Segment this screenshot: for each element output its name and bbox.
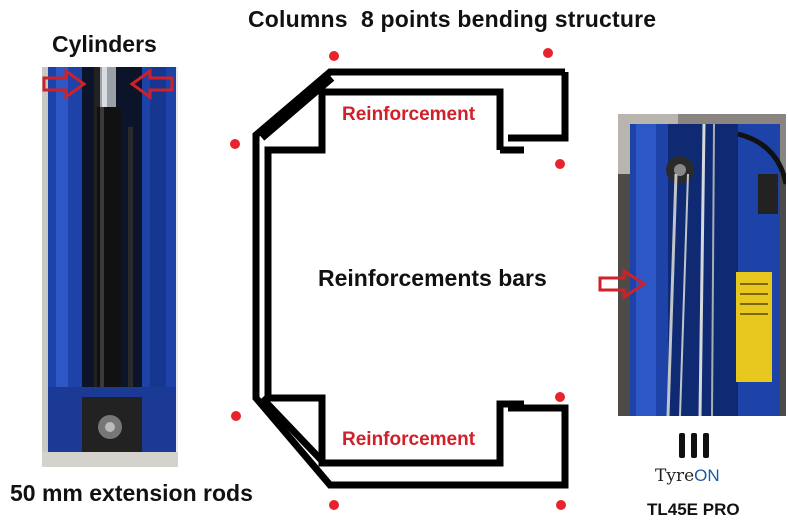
arrow-left-icon — [129, 68, 174, 100]
bending-point-marker — [555, 392, 565, 402]
bending-point-marker — [230, 139, 240, 149]
arrow-right-icon — [42, 68, 87, 100]
extension-rods-label: 50 mm extension rods — [10, 480, 253, 506]
brand-name-suffix: ON — [694, 466, 720, 485]
tyreon-logo-icon — [679, 433, 709, 458]
cylinders-label: Cylinders — [52, 31, 157, 57]
bending-point-marker — [555, 159, 565, 169]
column-profile-outline — [252, 68, 569, 489]
reinforcement-bottom-label: Reinforcement — [342, 429, 476, 450]
model-name: TL45E PRO — [647, 500, 740, 519]
bending-point-marker — [329, 51, 339, 61]
cylinder-column-photo — [42, 67, 178, 467]
brand-name: TyreON — [655, 466, 720, 486]
diagram-title: Columns 8 points bending structure — [248, 6, 657, 32]
reinforcement-top-label: Reinforcement — [342, 104, 476, 125]
reinforcement-bars-label: Reinforcements bars — [318, 265, 547, 291]
bending-point-markers — [230, 48, 566, 510]
bending-point-marker — [231, 411, 241, 421]
arrow-right-icon — [598, 268, 647, 300]
reinforcement-bars-photo — [618, 114, 786, 416]
bending-point-marker — [543, 48, 553, 58]
bending-point-marker — [556, 500, 566, 510]
brand-name-prefix: Tyre — [655, 466, 695, 486]
bending-point-marker — [329, 500, 339, 510]
